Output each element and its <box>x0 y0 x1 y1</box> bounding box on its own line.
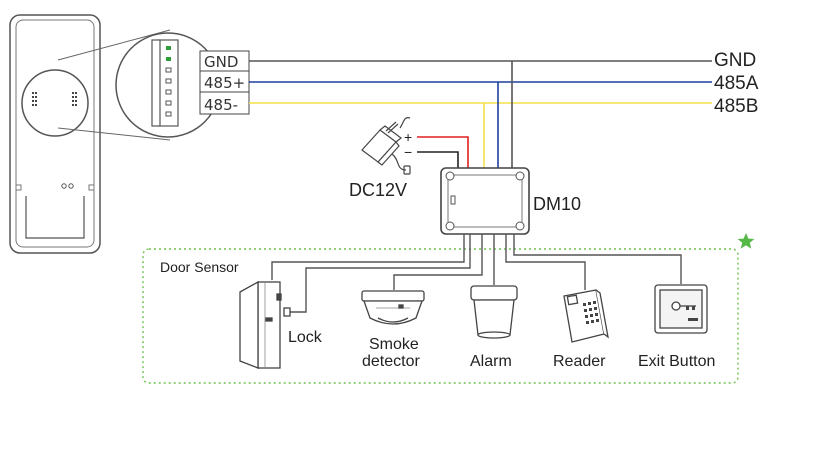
door-sensor-label: Door Sensor <box>160 259 239 275</box>
power-dc12v-label: DC12V <box>349 180 407 200</box>
alarm-label: Alarm <box>470 353 512 370</box>
exit-button-icon <box>654 284 708 334</box>
bus-wires <box>249 60 712 168</box>
bus-gnd-label: GND <box>714 50 756 71</box>
terminal-485plus-label: 485+ <box>204 74 245 92</box>
door-icon <box>239 280 291 369</box>
alarm-siren-icon <box>470 285 518 339</box>
card-reader-icon <box>563 289 609 343</box>
terminal-labels: GND 485+ 485- <box>199 50 250 115</box>
reader-label: Reader <box>553 353 606 370</box>
smoke-label-line2: detector <box>362 353 420 370</box>
connector-icon <box>151 39 179 127</box>
power-plus-label: + <box>404 129 412 145</box>
terminal-device-icon <box>9 14 101 254</box>
dm10-label: DM10 <box>533 194 581 214</box>
power-wires <box>417 136 469 168</box>
smoke-detector-icon <box>361 290 425 325</box>
smoke-label-line1: Smoke <box>369 336 419 353</box>
star-icon <box>737 233 755 249</box>
device-wires <box>271 234 682 313</box>
terminal-gnd-label: GND <box>204 53 238 71</box>
bus-485a-label: 485A <box>714 73 759 94</box>
terminal-485minus-label: 485- <box>204 96 238 114</box>
bus-485b-label: 485B <box>714 96 758 117</box>
lock-label: Lock <box>288 329 323 346</box>
dm10-box-icon <box>440 167 530 235</box>
device-area-border <box>142 248 739 384</box>
exit-button-label: Exit Button <box>638 353 715 370</box>
power-adapter-icon <box>361 117 411 175</box>
power-minus-label: − <box>404 144 412 160</box>
